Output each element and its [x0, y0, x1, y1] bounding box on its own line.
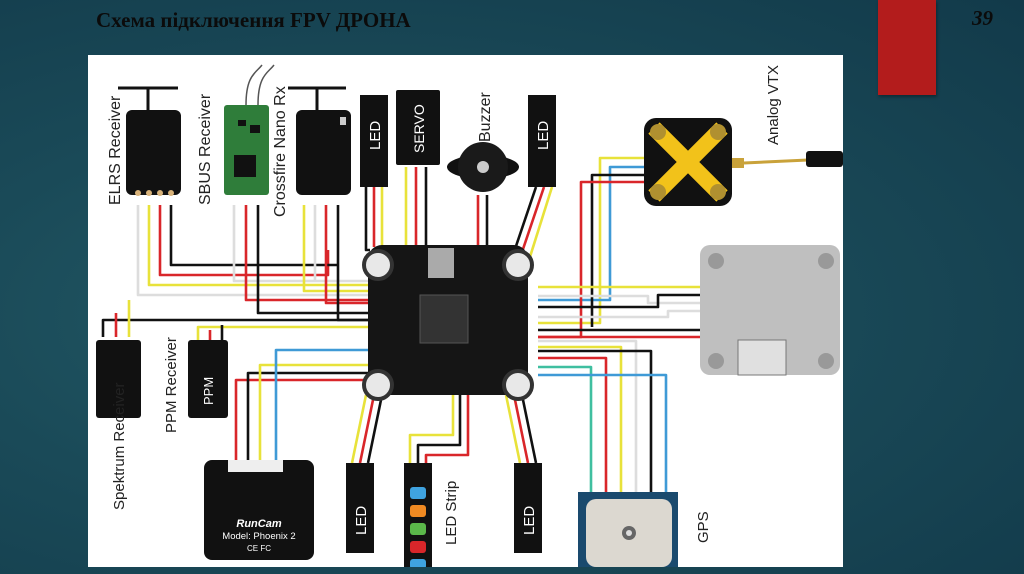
- elrs-label: ELRS Receiver: [107, 95, 124, 205]
- ppm-receiver: PPM PPM Receiver: [163, 337, 228, 433]
- analog-vtx: Analog VTX: [644, 65, 843, 206]
- led-top-right: LED: [528, 95, 556, 187]
- wiring-diagram: ELRS Receiver SBUS Receiver Crossfire Na…: [88, 55, 843, 567]
- spektrum-label: Spektrum Receiver: [111, 382, 128, 510]
- accent-bar: [878, 0, 936, 95]
- led-strip: LED Strip: [404, 463, 460, 567]
- servo: SERVO: [396, 90, 440, 165]
- led-label: LED: [367, 121, 384, 150]
- ppm-box-label: PPM: [201, 377, 216, 405]
- led-label: LED: [521, 506, 538, 535]
- camera-cert: CE FC: [247, 544, 271, 553]
- runcam-camera: RunCam Model: Phoenix 2 CE FC: [204, 460, 314, 560]
- led-label: LED: [353, 506, 370, 535]
- camera-brand: RunCam: [236, 518, 281, 530]
- esc: [700, 245, 840, 376]
- gps-label: GPS: [695, 511, 712, 543]
- camera-model: Model: Phoenix 2: [222, 531, 295, 542]
- led-top-left: LED: [360, 95, 388, 187]
- ppm-label: PPM Receiver: [163, 337, 180, 433]
- flight-controller: [362, 245, 534, 401]
- led-bottom-right: LED: [514, 463, 542, 553]
- elrs-receiver: ELRS Receiver: [107, 86, 181, 205]
- diagram-canvas: ELRS Receiver SBUS Receiver Crossfire Na…: [96, 64, 843, 567]
- led-label: LED: [535, 121, 552, 150]
- led-bottom-left: LED: [346, 463, 374, 553]
- buzzer: Buzzer: [447, 92, 519, 192]
- slide-title: Схема підключення FPV ДРОНА: [96, 8, 411, 32]
- buzzer-label: Buzzer: [477, 92, 494, 142]
- page-number: 39: [972, 6, 993, 30]
- gps-module: GPS: [578, 492, 712, 567]
- led-strip-label: LED Strip: [443, 481, 460, 545]
- vtx-label: Analog VTX: [765, 65, 782, 145]
- servo-label: SERVO: [411, 104, 427, 153]
- sbus-label: SBUS Receiver: [197, 93, 214, 205]
- crossfire-receiver: Crossfire Nano Rx: [272, 86, 351, 217]
- spektrum-receiver: Spektrum Receiver: [96, 340, 141, 510]
- sbus-receiver: SBUS Receiver: [197, 64, 275, 205]
- crossfire-label: Crossfire Nano Rx: [272, 86, 289, 217]
